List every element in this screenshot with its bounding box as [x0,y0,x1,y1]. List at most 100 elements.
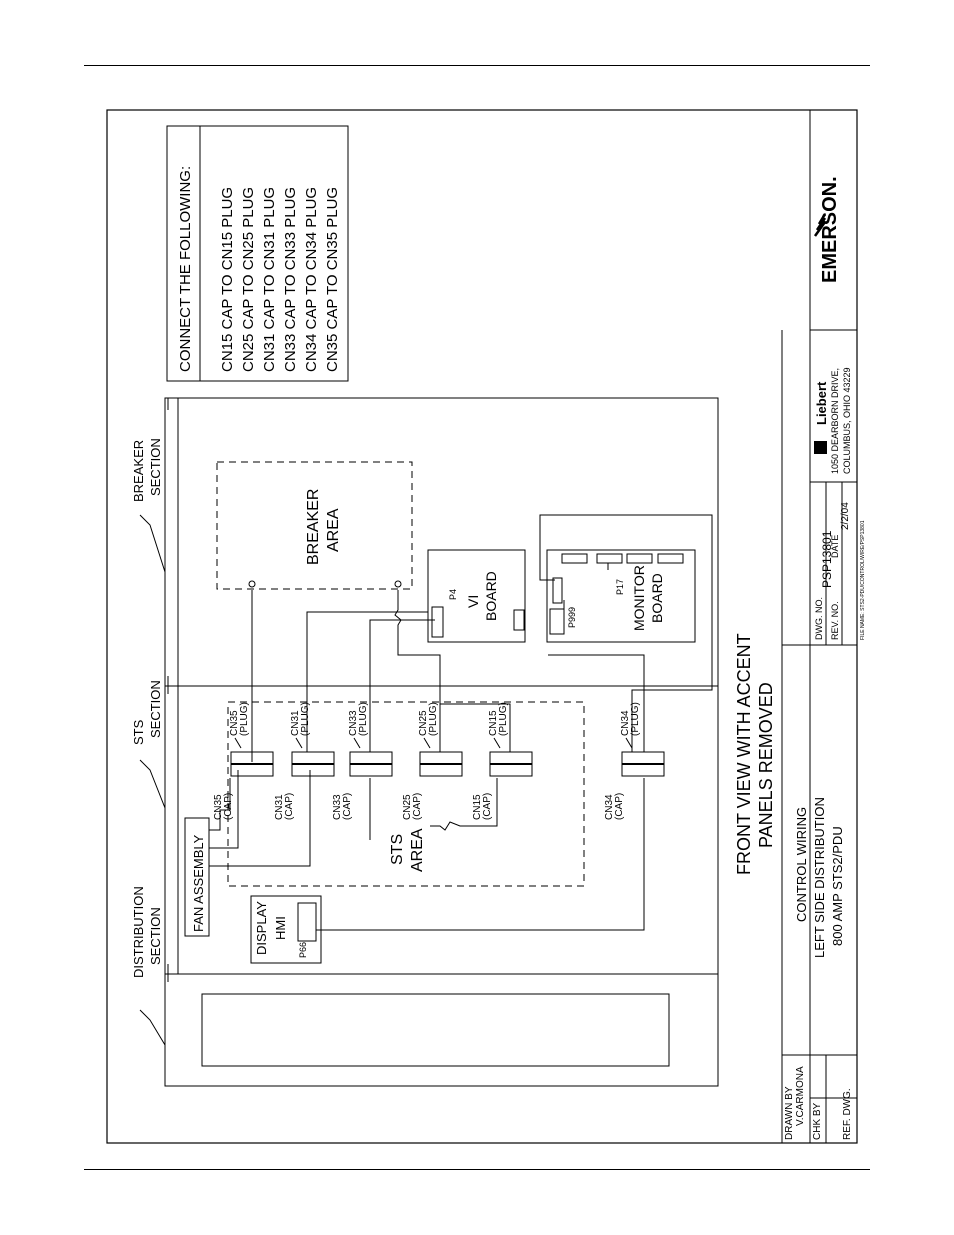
liebert-logo: Liebert [814,381,829,425]
connector-cap-label: (CAP) [482,793,493,820]
connector-cap-label: CN31 [274,794,285,820]
connector-half [349,763,393,777]
note-item: CN15 CAP TO CN15 PLUG [219,187,236,372]
note-item: CN25 CAP TO CN25 PLUG [240,187,257,372]
breaker-area-label: AREA [325,508,342,552]
vi-board-label: VI [465,595,481,608]
connector-cap-label: CN33 [332,794,343,820]
connector-plug-label: (PLUG) [630,702,641,736]
address-line: COLUMBUS, OHIO 43229 [842,367,852,474]
view-title: PANELS REMOVED [756,682,776,848]
title-block-frame [781,110,857,1143]
connector-half [489,751,533,765]
drawing-title: 800 AMP STS2/PDU [830,826,845,946]
emerson-logo-text: EMERSON. [819,176,841,283]
date-value: 2/2/04 [840,502,851,530]
note-item: CN35 CAP TO CN35 PLUG [324,187,341,372]
rev-no-label: REV. NO. [830,601,840,640]
header-rule [84,65,870,66]
display-hmi-label: DISPLAY [254,901,269,955]
connector-cn33 [349,737,393,777]
fan-assembly [184,817,210,937]
section-label-sts: STS [131,719,146,745]
display-hmi-label: HMI [273,916,288,940]
cabinet-outline [164,397,719,1087]
drawn-by-label: DRAWN BY [784,1086,795,1140]
connector-half [621,763,665,777]
section-label-distribution: DISTRIBUTION [131,886,146,978]
breaker-area-label: BREAKER [305,489,322,565]
sts-area-label: STS [389,834,406,865]
connector-plug-label: CN31 [290,710,301,736]
drawing-border [106,109,858,1144]
drawing-title: LEFT SIDE DISTRIBUTION [812,797,827,958]
connector-half [419,763,463,777]
connector-half [291,751,335,765]
vi-board-connector [513,609,525,631]
connector-plug-label: CN34 [620,710,631,736]
connector-plug-label: (PLUG) [498,702,509,736]
fan-assembly-label: FAN ASSEMBLY [191,834,206,932]
note-box [166,125,349,382]
connector-cap-label: (CAP) [284,793,295,820]
ref-dwg-label: REF. DWG. [842,1088,853,1140]
dwg-no-value: PSP13801 [820,530,834,588]
connector-cap-label: CN25 [402,794,413,820]
connector-plug-label: (PLUG) [239,702,250,736]
note-item: CN34 CAP TO CN34 PLUG [303,187,320,372]
section-label-breaker: SECTION [148,438,163,496]
connector-half [230,763,274,777]
section-leaders [139,514,166,1046]
connector-cap-label: (CAP) [342,793,353,820]
note-title: CONNECT THE FOLLOWING: [177,166,194,372]
connector-cap-label: CN15 [472,794,483,820]
monitor-board-label: BOARD [649,573,665,623]
connector-cap-label: CN35 [213,794,224,820]
connector-cn35 [230,737,274,777]
vi-board [427,549,526,643]
connector-plug-label: CN33 [348,710,359,736]
connector-half [349,751,393,765]
connector-cn34 [621,737,665,777]
connector-cap-label: (CAP) [614,793,625,820]
connector-cap-label: (CAP) [223,793,234,820]
address-line: 1050 DEARBORN DRIVE, [830,368,840,474]
note-item: CN31 CAP TO CN31 PLUG [261,187,278,372]
pin-label-p66: P66 [298,942,308,958]
wiring [209,514,713,931]
connector-plug-label: CN15 [488,710,499,736]
connector-cn15 [489,737,533,777]
connector-plug-label: (PLUG) [358,702,369,736]
sts-area-label: AREA [409,828,426,872]
vi-board-label: BOARD [483,571,499,621]
section-label-breaker: BREAKER [131,440,146,502]
section-label-distribution: SECTION [148,907,163,965]
note-item: CN33 CAP TO CN33 PLUG [282,187,299,372]
connector-half [291,763,335,777]
connector-plug-label: CN35 [229,710,240,736]
monitor-board-headers [549,553,684,635]
connector-plug-label: (PLUG) [300,702,311,736]
file-name: FILE NAME: STS2-PDU/CONTROL/WIRE/PSP1380… [860,520,866,640]
view-title: FRONT VIEW WITH ACCENT [734,633,754,875]
connector-half [419,751,463,765]
date-label: DATE [830,535,840,558]
drawn-by-value: V.CARMONA [795,1066,806,1126]
section-label-sts: SECTION [148,680,163,738]
p4-connector [431,606,444,638]
connector-plug-label: CN25 [418,710,429,736]
connector-cn31 [291,737,335,777]
pin-label-p999: P999 [567,607,577,628]
connector-plug-label: (PLUG) [428,702,439,736]
emerson-logo [813,213,827,237]
connector-half [621,751,665,765]
monitor-board [546,549,696,643]
pin-label-p17: P17 [615,579,625,595]
footer-rule [84,1169,870,1170]
pin-label-p4: P4 [448,589,458,600]
liebert-logo-mark [814,441,827,454]
p66-connector [297,902,317,942]
breaker-area [216,461,413,590]
connector-half [489,763,533,777]
